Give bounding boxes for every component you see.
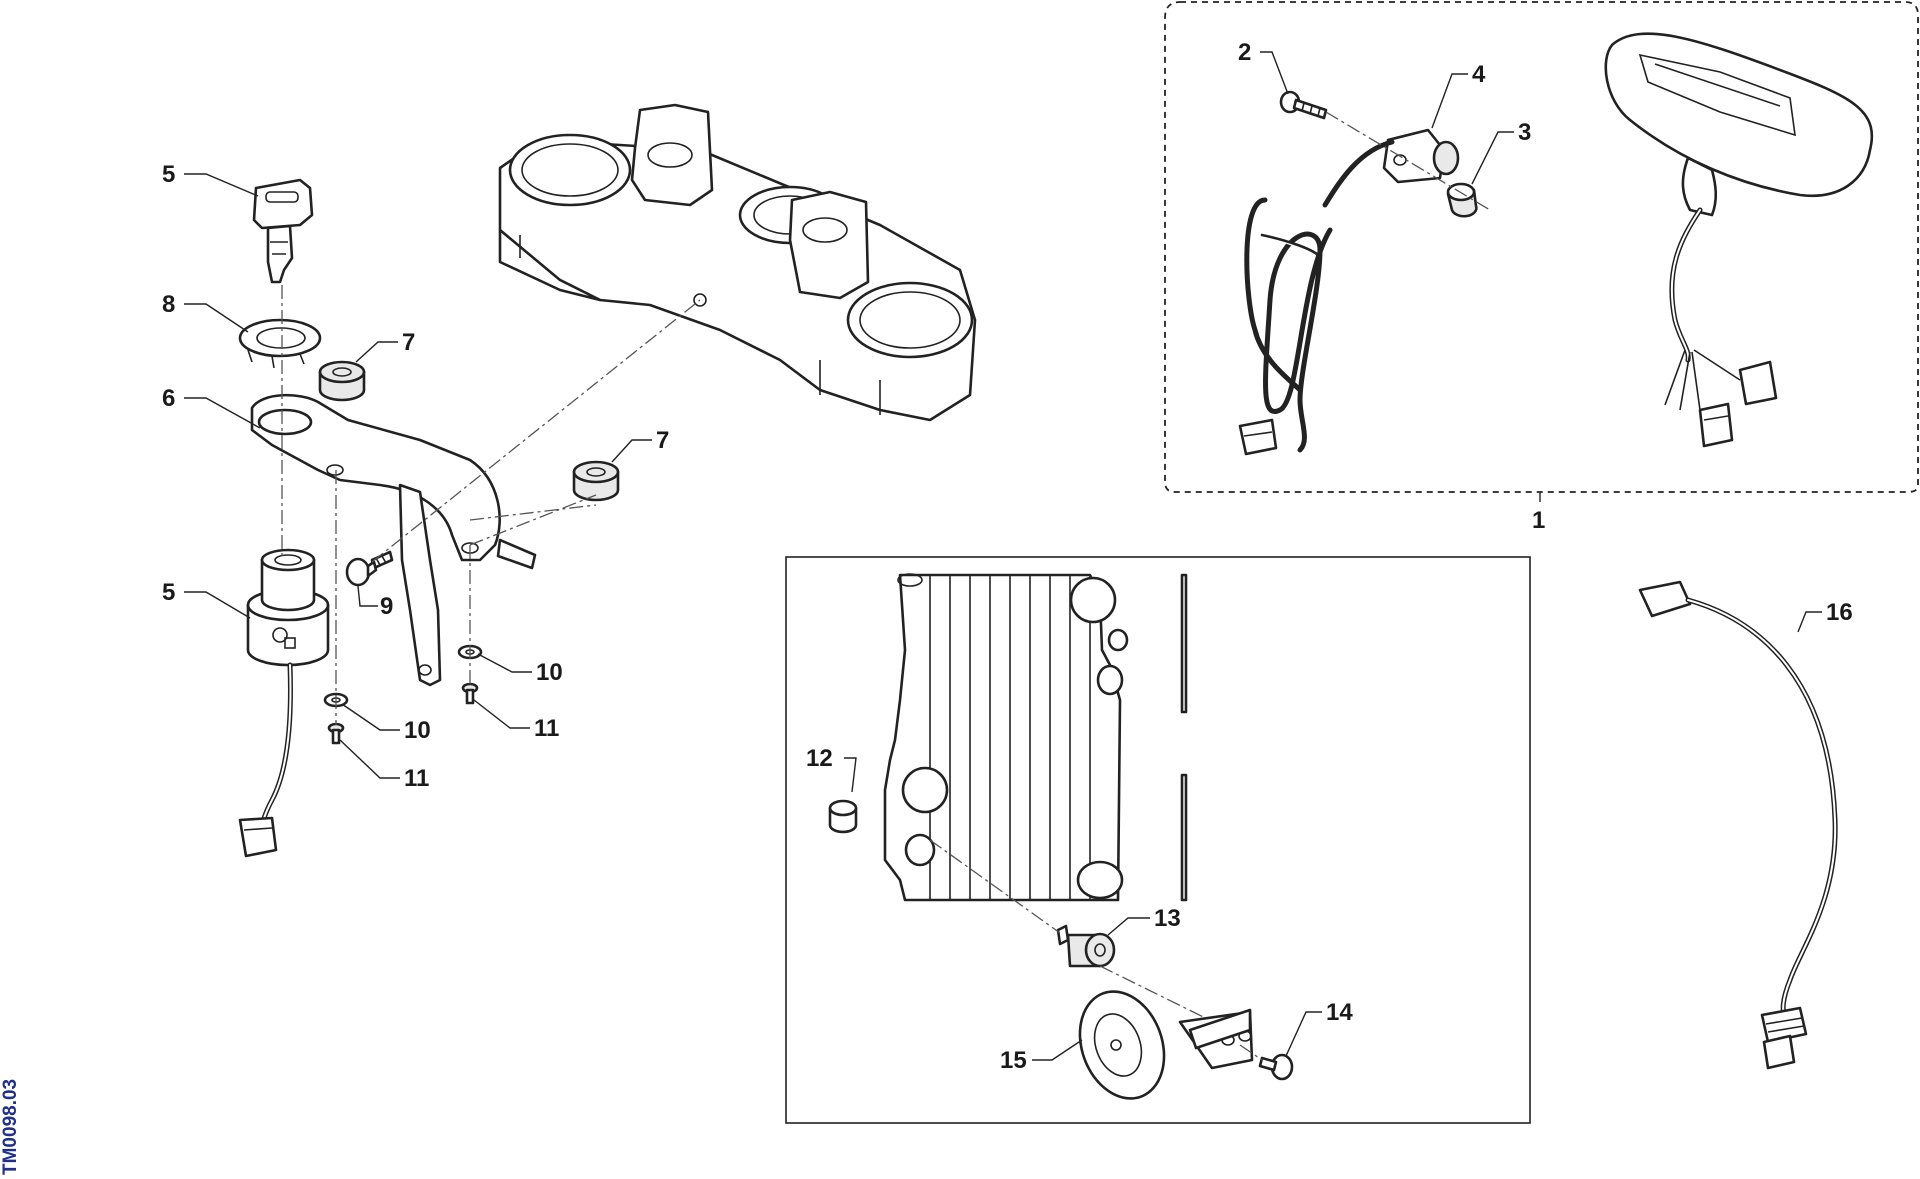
callout-10-left: 10 bbox=[404, 717, 431, 744]
callout-7-upper: 7 bbox=[402, 329, 415, 356]
callout-4: 4 bbox=[1472, 61, 1486, 88]
callout-12: 12 bbox=[806, 745, 833, 772]
callout-11-left: 11 bbox=[404, 765, 429, 792]
callout-9: 9 bbox=[380, 593, 393, 620]
ring-nut-part bbox=[238, 318, 322, 369]
assembly-line-sensor bbox=[1325, 111, 1491, 211]
cap-part-12 bbox=[828, 799, 858, 834]
callout-labels: 5 8 6 7 7 5 9 10 10 11 11 2 4 3 1 16 12 … bbox=[162, 39, 1853, 1074]
switch-bracket-part bbox=[250, 393, 537, 687]
drawing-code: TM0098.03 bbox=[0, 1079, 21, 1175]
leader-lines bbox=[184, 51, 1822, 1061]
callout-5-key: 5 bbox=[162, 161, 175, 188]
callout-15: 15 bbox=[1000, 1047, 1027, 1074]
assembly-lines-left bbox=[281, 285, 701, 725]
callout-6: 6 bbox=[162, 385, 175, 412]
callout-3: 3 bbox=[1518, 119, 1531, 146]
callout-2: 2 bbox=[1238, 39, 1251, 66]
assembly-line-mount bbox=[929, 839, 1061, 934]
assembly-line-horn bbox=[1099, 965, 1251, 1041]
screw-part-left bbox=[327, 722, 345, 745]
callout-1: 1 bbox=[1532, 507, 1545, 534]
screw-part-9 bbox=[345, 550, 394, 587]
speed-sensor-part bbox=[1238, 128, 1460, 456]
grommet-part-upper bbox=[318, 360, 366, 402]
triple-clamp-part bbox=[498, 103, 977, 422]
callout-8: 8 bbox=[162, 291, 175, 318]
screw-part-2 bbox=[1279, 90, 1328, 120]
grommet-part-lower bbox=[572, 460, 620, 502]
screw-part-14 bbox=[1239, 1044, 1294, 1081]
ignition-key-part bbox=[252, 178, 314, 284]
callout-11-right: 11 bbox=[534, 715, 559, 742]
callout-16: 16 bbox=[1826, 599, 1853, 626]
callout-13: 13 bbox=[1154, 905, 1181, 932]
instrument-kit-group bbox=[1164, 1, 1919, 502]
callout-7-lower: 7 bbox=[656, 427, 669, 454]
instrument-cluster-part bbox=[1604, 32, 1874, 448]
screw-part-right bbox=[461, 682, 479, 705]
ignition-switch-part bbox=[238, 548, 330, 858]
callout-14: 14 bbox=[1326, 999, 1353, 1026]
horn-part-15 bbox=[1078, 990, 1254, 1100]
callout-10-right: 10 bbox=[536, 659, 563, 686]
harness-cable-part bbox=[1638, 580, 1838, 1070]
radiator-frame-part bbox=[883, 573, 1188, 902]
callout-5-switch: 5 bbox=[162, 579, 175, 606]
rubber-mount-part-13 bbox=[1056, 924, 1116, 968]
spacer-part-3 bbox=[1446, 182, 1478, 218]
horn-detail-group bbox=[785, 556, 1531, 1124]
